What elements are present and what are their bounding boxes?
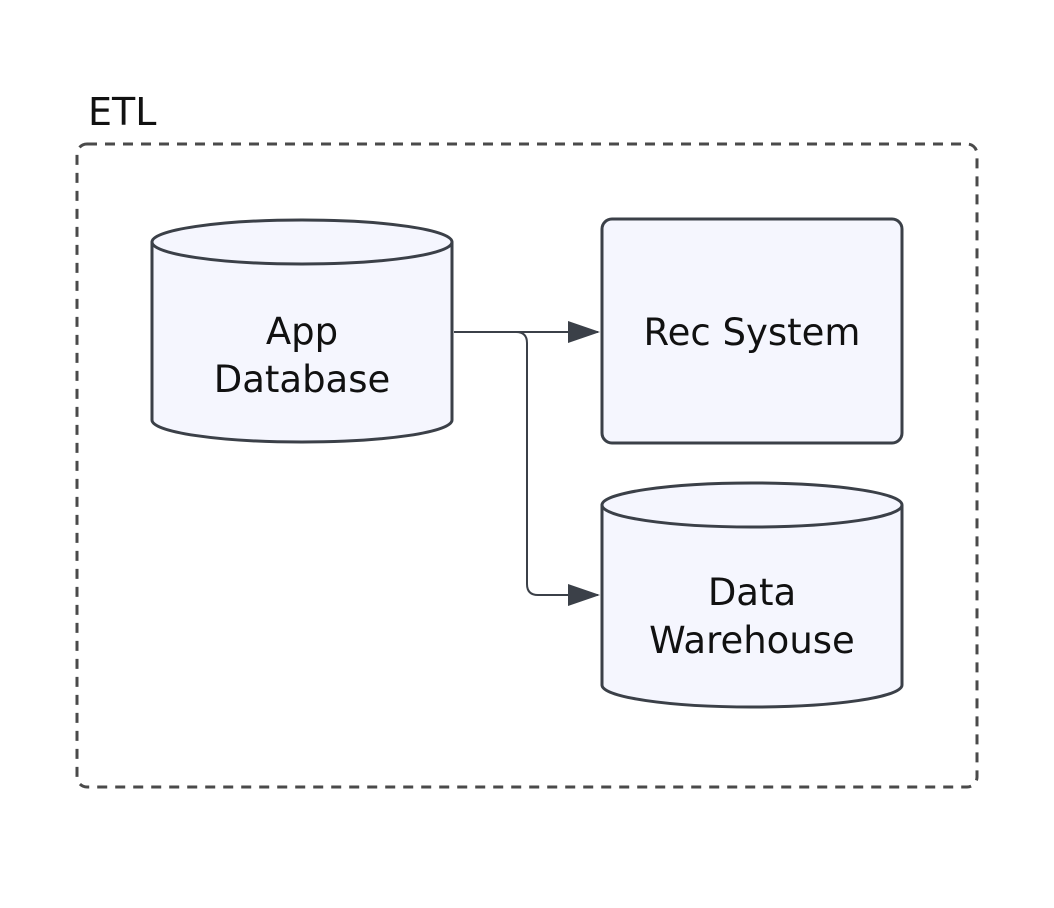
- data-warehouse-label-line-2: Warehouse: [649, 619, 855, 662]
- app-database-label-line-2: Database: [213, 358, 391, 401]
- rec-system-node[interactable]: [600, 217, 904, 445]
- app-database-label: App Database: [152, 308, 452, 404]
- app-database-cylinder-top: [150, 218, 454, 266]
- app-database-cylinder-body: [150, 242, 454, 444]
- app-database-label-line-1: App: [265, 310, 339, 353]
- rec-system-label: Rec System: [602, 309, 902, 357]
- etl-group-label: ETL: [88, 90, 157, 134]
- etl-group-border: [75, 142, 979, 789]
- edge-app-database-to-data-warehouse: [454, 331, 600, 606]
- app-database-node[interactable]: [150, 218, 454, 444]
- data-warehouse-label-line-1: Data: [707, 571, 797, 614]
- rec-system-box: [600, 217, 904, 445]
- data-warehouse-node[interactable]: [600, 481, 904, 709]
- data-warehouse-label: Data Warehouse: [602, 569, 902, 665]
- data-warehouse-cylinder-body: [600, 505, 904, 709]
- data-warehouse-cylinder-top: [600, 481, 904, 529]
- rec-system-label-text: Rec System: [643, 311, 861, 354]
